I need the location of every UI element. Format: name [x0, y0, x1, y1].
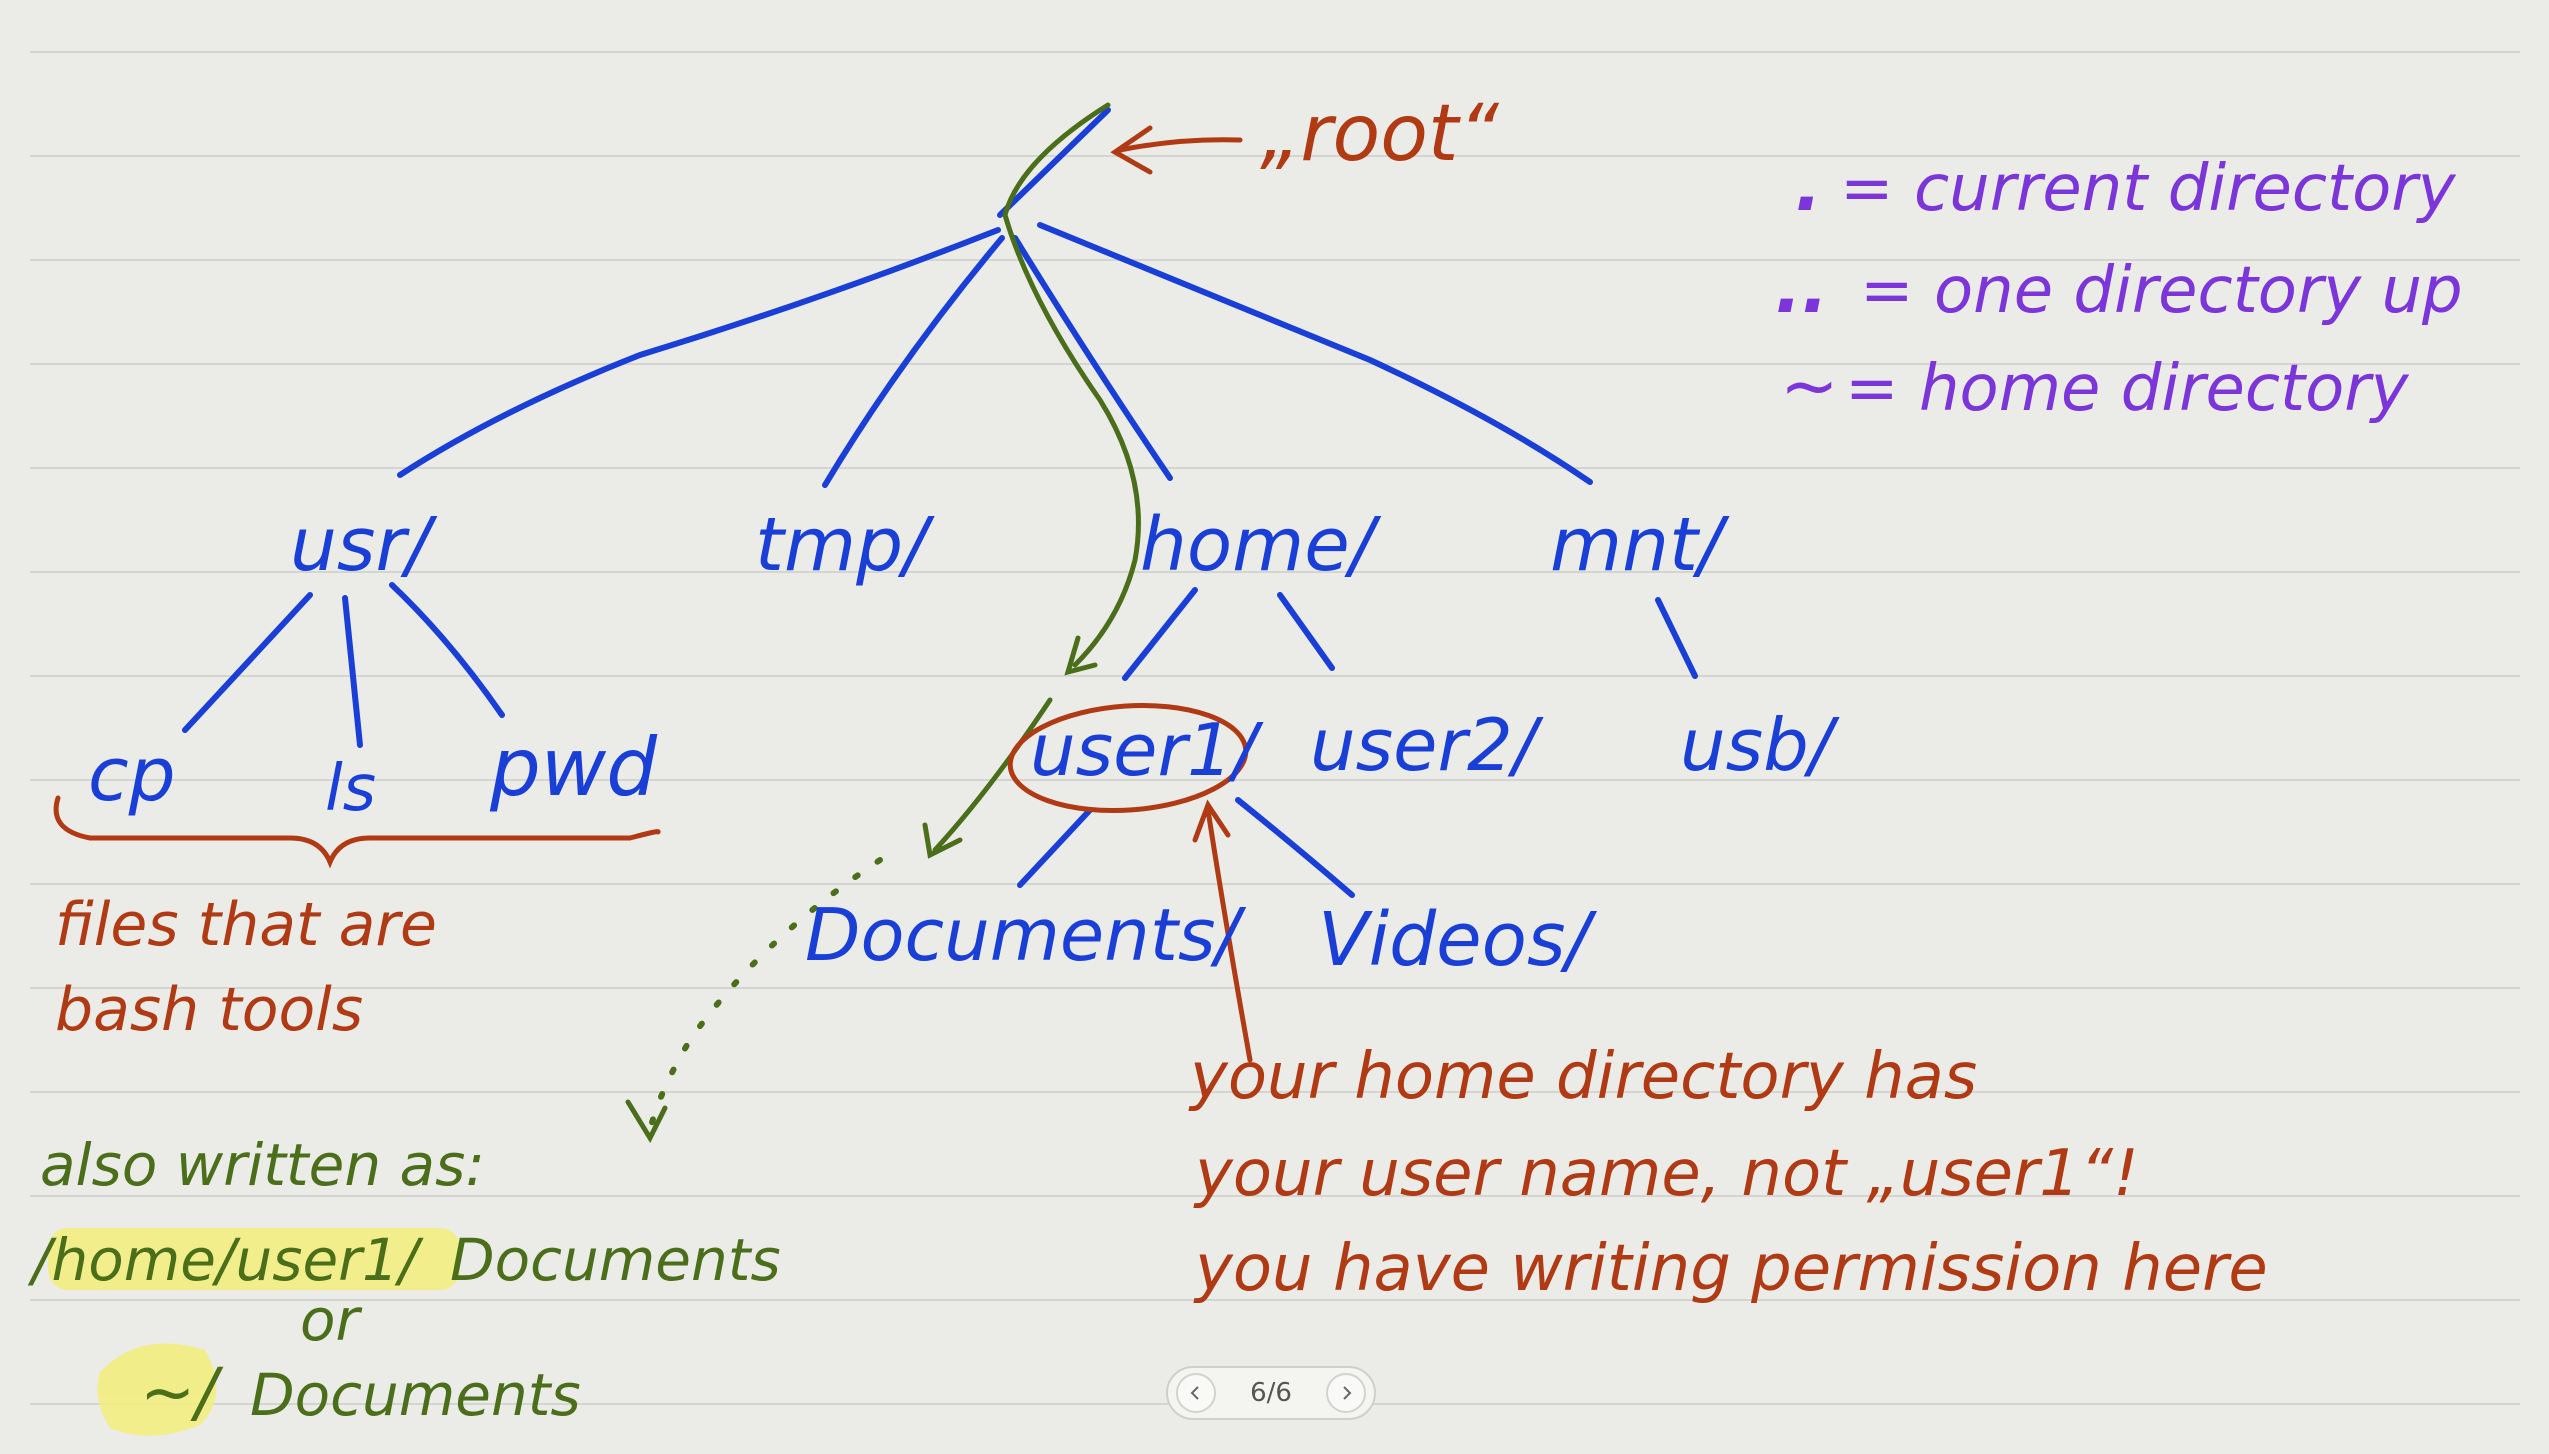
page-indicator: 6/6 [1250, 1378, 1292, 1408]
edge-home-user1 [1122, 587, 1198, 681]
edge-usr-pwd [389, 582, 505, 718]
home-dir-note: your home directory has your user name, … [1188, 1040, 2268, 1306]
next-page-button[interactable] [1326, 1373, 1366, 1413]
legend: . = current directory .. = one directory… [1775, 145, 2463, 427]
or-word: or [300, 1286, 362, 1354]
bash-tools-line-2: bash tools [55, 975, 363, 1045]
edge-mnt-usb [1655, 597, 1698, 679]
dotted-arrow [647, 857, 883, 1133]
also-written-note: also written as: /home/user1/ Documents … [27, 1131, 781, 1431]
legend-text-home: = home directory [1845, 352, 2410, 426]
home-dir-line-3: you have writing permission here [1193, 1232, 2268, 1306]
green-path-line [1002, 102, 1141, 668]
bash-tools-line-1: files that are [55, 890, 437, 960]
edge-root-tmp [822, 235, 1005, 488]
red-annotations [53, 125, 1253, 1063]
node-user1: user1/ [1030, 708, 1264, 792]
legend-symbol-home: ~ [1780, 345, 1839, 427]
root-arrow [1110, 125, 1243, 175]
also-written-line: also written as: [40, 1131, 485, 1199]
legend-text-up: = one directory up [1860, 254, 2463, 328]
legend-text-current: = current directory [1840, 152, 2457, 226]
node-cp: cp [88, 732, 176, 818]
chevron-right-icon [1343, 1386, 1352, 1400]
legend-symbol-up: .. [1775, 247, 1828, 329]
bash-tools-note: files that are bash tools [55, 890, 437, 1045]
user1-arrow [1192, 799, 1253, 1063]
home-dir-line-1: your home directory has [1188, 1040, 1977, 1114]
node-user2: user2/ [1310, 703, 1544, 787]
edge-root-home [1012, 235, 1173, 481]
node-usr: usr/ [290, 502, 438, 588]
green-path-arrow-2 [922, 822, 963, 859]
legend-symbol-current: . [1795, 145, 1822, 227]
edge-root-mnt [1037, 222, 1593, 485]
edge-root-usr [397, 227, 1001, 478]
page-navigator: 6/6 [1166, 1366, 1376, 1420]
edge-user1-videos [1235, 797, 1355, 898]
home-dir-line-2: your user name, not „user1“! [1193, 1137, 2139, 1211]
node-videos: Videos/ [1318, 897, 1598, 983]
user1-circle [1007, 702, 1249, 814]
brace [53, 795, 661, 869]
dotted-arrow-head [625, 1099, 668, 1144]
chevron-left-icon [1190, 1386, 1199, 1400]
node-documents: Documents/ [805, 893, 1247, 977]
green-path-arrow-1 [1064, 635, 1098, 676]
green-path [625, 102, 1141, 1144]
node-mnt: mnt/ [1550, 502, 1730, 588]
root-label: „root“ [1260, 89, 1500, 179]
edge-root-top [997, 107, 1111, 218]
node-tmp: tmp/ [755, 502, 935, 588]
node-pwd: pwd [489, 721, 658, 814]
edge-user1-documents [1017, 807, 1093, 888]
node-home: home/ [1140, 502, 1382, 588]
node-usb: usb/ [1680, 703, 1840, 787]
edge-home-user2 [1277, 592, 1335, 671]
edge-usr-ls [342, 595, 363, 748]
highlights [48, 1228, 460, 1436]
green-path-line-2 [932, 697, 1053, 853]
tree-edges [182, 107, 1698, 898]
node-ls: ls [325, 752, 376, 826]
tilde-rest: Documents [250, 1361, 581, 1429]
path-highlighted-part: /home/user1/ [27, 1226, 424, 1294]
tilde-highlight [97, 1343, 217, 1436]
prev-page-button[interactable] [1176, 1373, 1216, 1413]
path-rest: Documents [450, 1226, 781, 1294]
path-highlight [48, 1228, 460, 1290]
tilde-highlighted-part: ~/ [140, 1354, 224, 1431]
edge-usr-cp [182, 592, 313, 733]
